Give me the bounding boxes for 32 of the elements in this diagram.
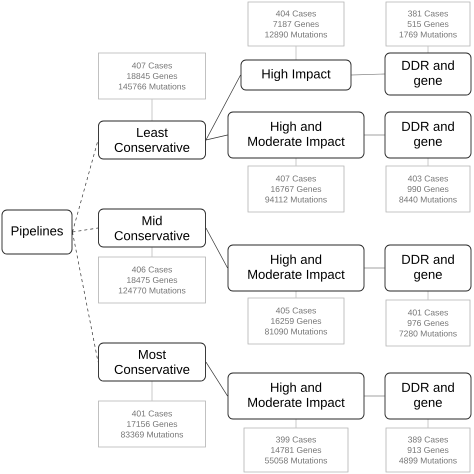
count-box: 399 Cases 14781 Genes 55058 Mutations	[244, 428, 348, 472]
process-box: DDR and gene	[384, 52, 472, 96]
process-box: High and Moderate Impact	[228, 244, 364, 292]
connector-line	[351, 74, 385, 76]
count-box: 407 Cases 18845 Genes 145766 Mutations	[98, 52, 206, 100]
connector-line	[364, 134, 385, 136]
count-box: 401 Cases 976 Genes 7280 Mutations	[386, 300, 470, 346]
connector-line	[72, 228, 98, 232]
process-box: Most Conservative	[98, 342, 206, 382]
process-box: High and Moderate Impact	[228, 372, 364, 420]
connector-line	[206, 134, 228, 140]
process-box: DDR and gene	[384, 372, 472, 420]
process-box: Mid Conservative	[98, 208, 206, 248]
count-box: 407 Cases 16767 Genes 94112 Mutations	[248, 166, 344, 212]
process-box: DDR and gene	[384, 112, 472, 158]
process-box: High and Moderate Impact	[228, 112, 364, 158]
connector-line	[206, 74, 241, 140]
process-box: High Impact	[240, 60, 352, 90]
connector-line	[206, 362, 228, 396]
count-box: 404 Cases 7187 Genes 12890 Mutations	[248, 2, 344, 46]
process-box: Least Conservative	[98, 120, 206, 160]
count-box: 405 Cases 16259 Genes 81090 Mutations	[248, 298, 344, 344]
count-box: 381 Cases 515 Genes 1769 Mutations	[386, 2, 470, 46]
count-box: 389 Cases 913 Genes 4899 Mutations	[386, 428, 470, 472]
connector-line	[72, 232, 98, 362]
process-box: DDR and gene	[384, 244, 472, 292]
count-box: 406 Cases 18475 Genes 124770 Mutations	[98, 256, 206, 304]
connector-line	[206, 228, 228, 268]
count-box: 401 Cases 17156 Genes 83369 Mutations	[98, 400, 206, 448]
process-box: Pipelines	[2, 210, 72, 254]
count-box: 403 Cases 990 Genes 8440 Mutations	[386, 166, 470, 212]
connector-line	[72, 140, 98, 232]
